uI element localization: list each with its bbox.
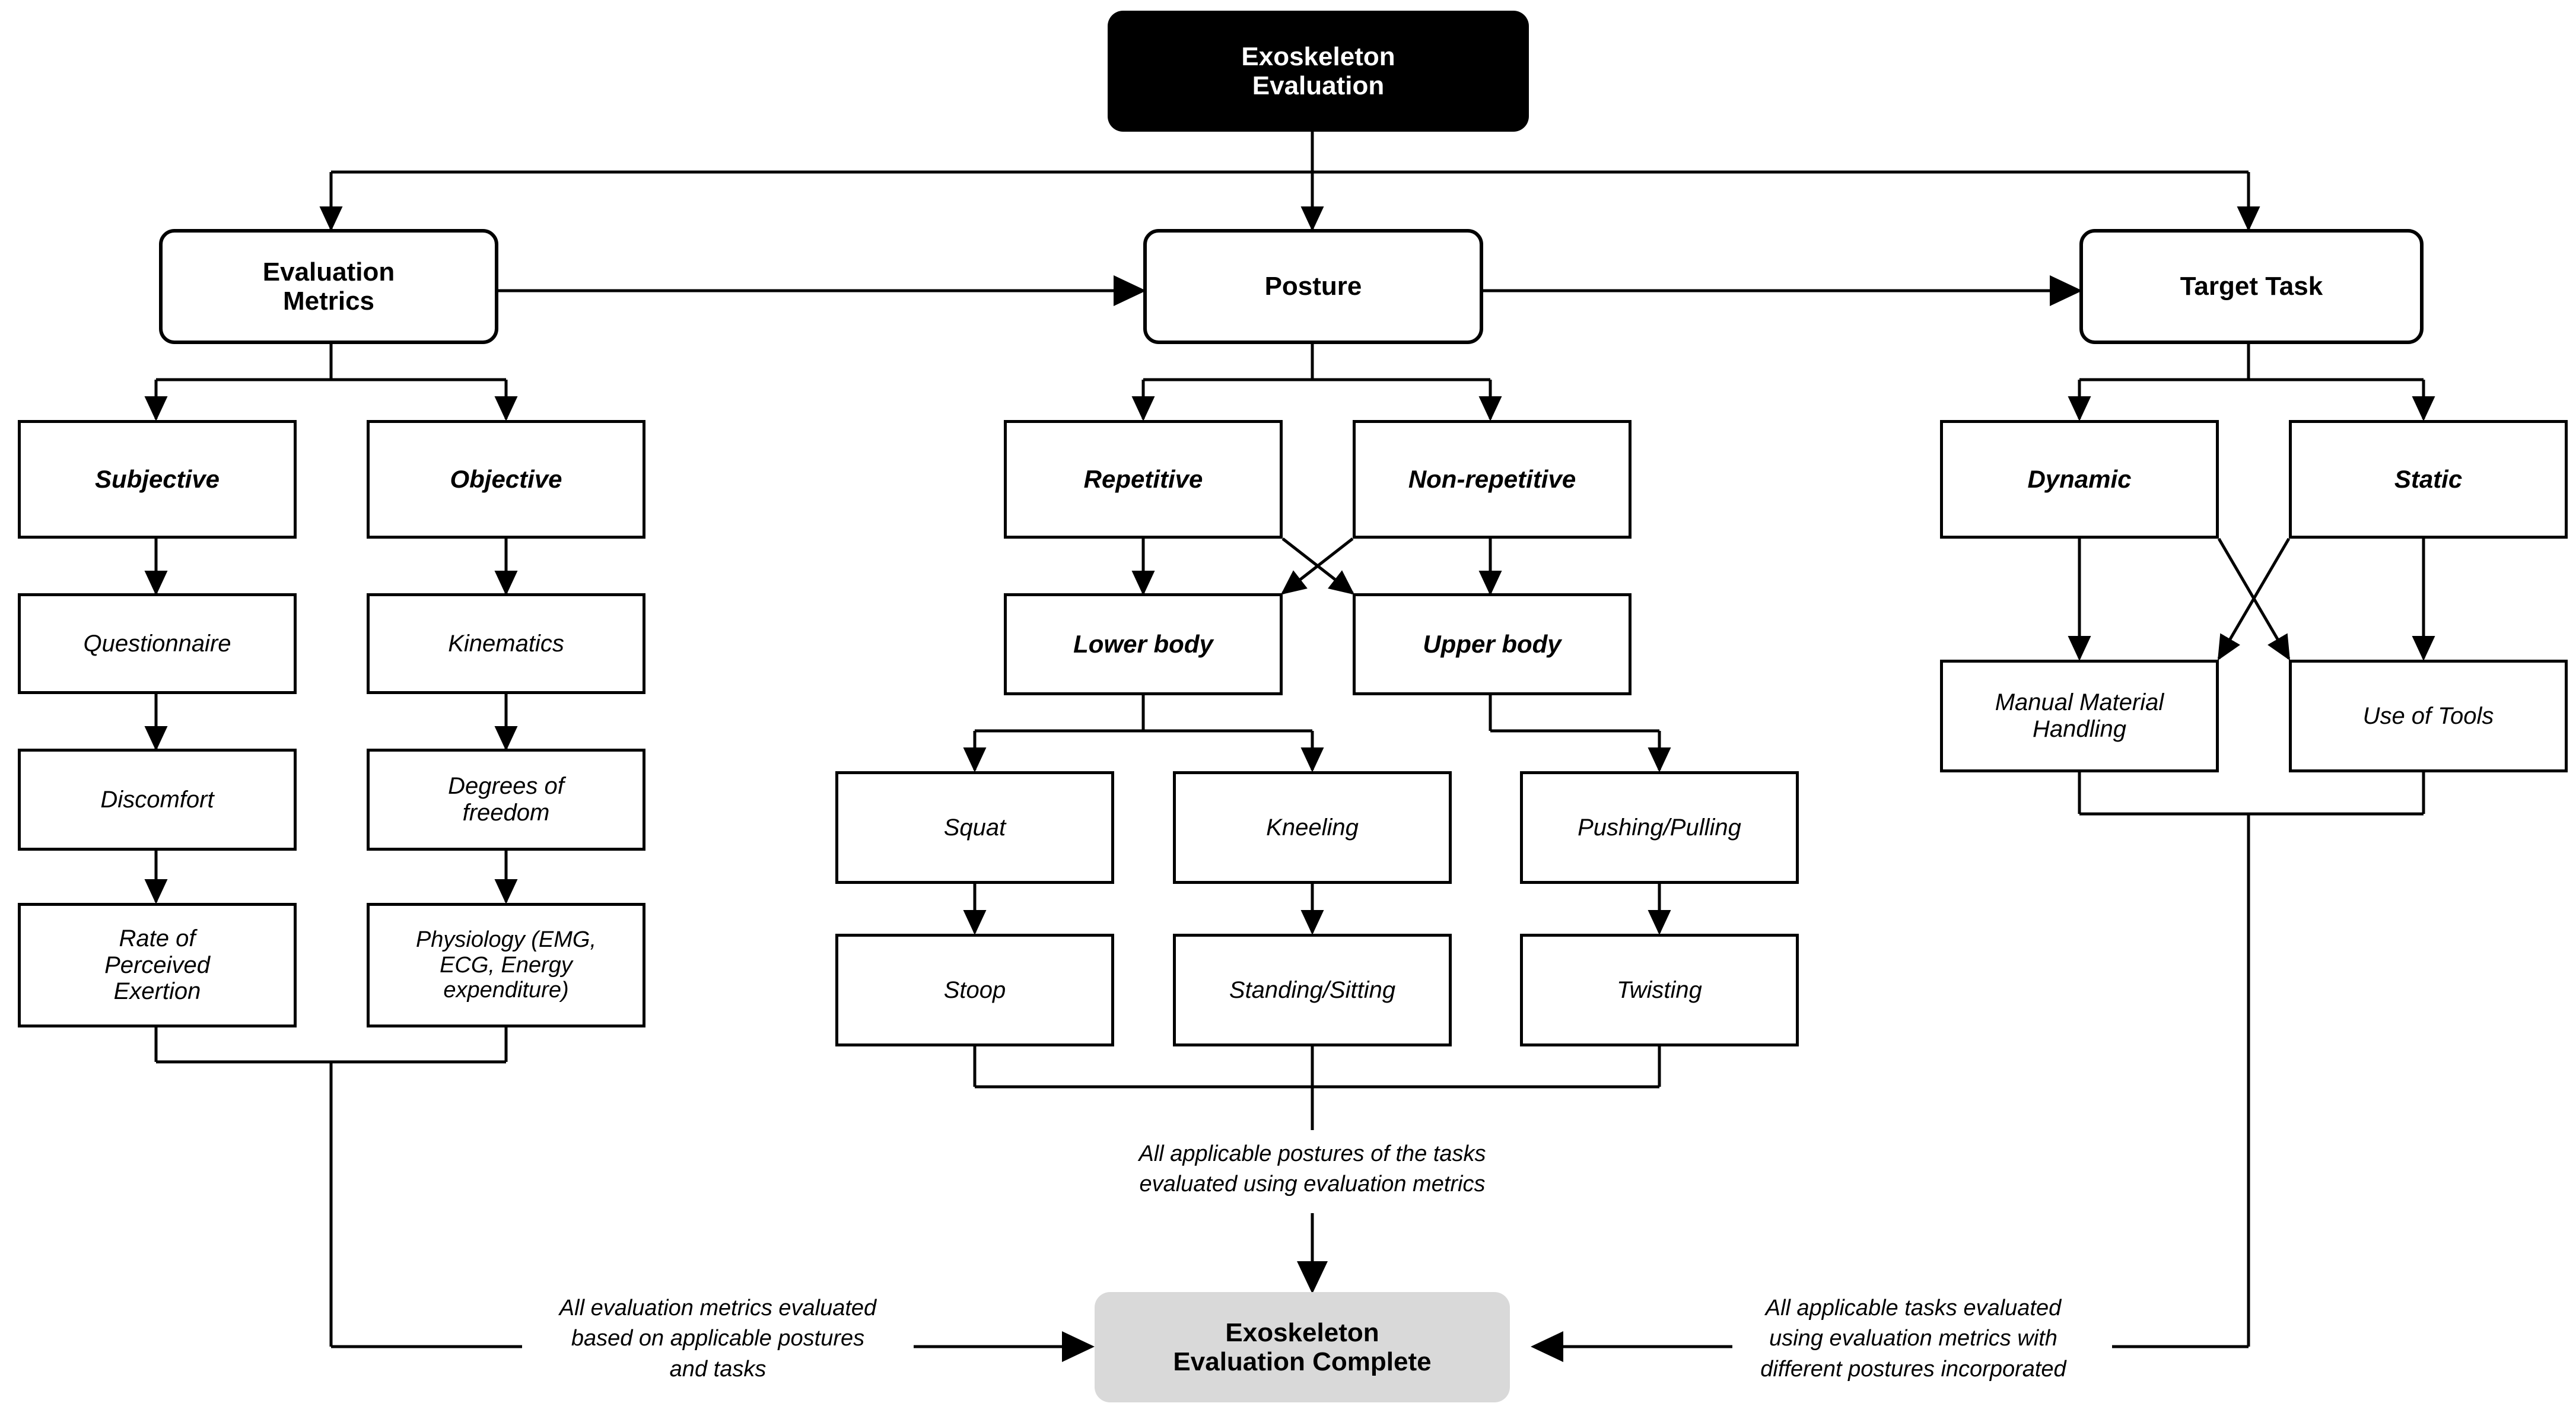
node-exoskeleton-evaluation-complete[interactable]: Exoskeleton Evaluation Complete <box>1095 1292 1510 1402</box>
node-standing-sitting[interactable]: Standing/Sitting <box>1173 934 1452 1046</box>
annotation-text: All applicable postures of the tasks eva… <box>1138 1141 1486 1197</box>
node-label: Use of Tools <box>2362 702 2494 729</box>
node-label: Squat <box>943 814 1006 841</box>
node-squat[interactable]: Squat <box>835 771 1114 884</box>
annotation-text: All evaluation metrics evaluated based o… <box>559 1296 877 1382</box>
node-label: Physiology (EMG, ECG, Energy expenditure… <box>415 927 597 1003</box>
node-non-repetitive[interactable]: Non-repetitive <box>1353 420 1632 539</box>
node-upper-body[interactable]: Upper body <box>1353 593 1632 695</box>
node-label: Lower body <box>1073 630 1213 658</box>
node-questionnaire[interactable]: Questionnaire <box>18 593 297 694</box>
node-subjective[interactable]: Subjective <box>18 420 297 539</box>
node-label: Posture <box>1264 272 1362 301</box>
node-twisting[interactable]: Twisting <box>1520 934 1799 1046</box>
node-label: Rate of Perceived Exertion <box>104 925 210 1005</box>
node-lower-body[interactable]: Lower body <box>1004 593 1283 695</box>
node-label: Dynamic <box>2027 465 2132 494</box>
node-label: Twisting <box>1617 976 1702 1003</box>
node-label: Exoskeleton Evaluation <box>1241 42 1395 100</box>
node-degrees-of-freedom[interactable]: Degrees of freedom <box>367 749 645 851</box>
annotation-text: All applicable tasks evaluated using eva… <box>1760 1296 2066 1382</box>
node-manual-material-handling[interactable]: Manual Material Handling <box>1940 660 2219 772</box>
node-label: Standing/Sitting <box>1229 976 1396 1003</box>
node-label: Non-repetitive <box>1408 465 1576 494</box>
node-dynamic[interactable]: Dynamic <box>1940 420 2219 539</box>
node-label: Manual Material Handling <box>1995 689 2164 742</box>
node-label: Repetitive <box>1083 465 1203 494</box>
node-repetitive[interactable]: Repetitive <box>1004 420 1283 539</box>
node-label: Static <box>2394 465 2463 494</box>
node-label: Subjective <box>94 465 220 494</box>
node-label: Kinematics <box>448 630 564 657</box>
node-label: Pushing/Pulling <box>1578 814 1741 841</box>
node-label: Kneeling <box>1266 814 1359 841</box>
node-target-task[interactable]: Target Task <box>2079 229 2424 344</box>
node-label: Degrees of freedom <box>448 773 564 826</box>
annotation-right: All applicable tasks evaluated using eva… <box>1709 1293 2118 1385</box>
node-label: Discomfort <box>100 786 214 813</box>
node-label: Evaluation Metrics <box>262 257 395 316</box>
node-objective[interactable]: Objective <box>367 420 645 539</box>
node-physiology[interactable]: Physiology (EMG, ECG, Energy expenditure… <box>367 903 645 1027</box>
node-rate-of-perceived-exertion[interactable]: Rate of Perceived Exertion <box>18 903 297 1027</box>
node-evaluation-metrics[interactable]: Evaluation Metrics <box>159 229 498 344</box>
node-label: Upper body <box>1423 630 1561 658</box>
node-stoop[interactable]: Stoop <box>835 934 1114 1046</box>
node-label: Exoskeleton Evaluation Complete <box>1173 1318 1432 1376</box>
node-posture[interactable]: Posture <box>1143 229 1483 344</box>
node-label: Objective <box>450 465 562 494</box>
node-pushing-pulling[interactable]: Pushing/Pulling <box>1520 771 1799 884</box>
node-use-of-tools[interactable]: Use of Tools <box>2289 660 2568 772</box>
node-kinematics[interactable]: Kinematics <box>367 593 645 694</box>
node-static[interactable]: Static <box>2289 420 2568 539</box>
node-label: Target Task <box>2180 272 2323 301</box>
node-kneeling[interactable]: Kneeling <box>1173 771 1452 884</box>
node-label: Questionnaire <box>83 630 231 657</box>
node-exoskeleton-evaluation[interactable]: Exoskeleton Evaluation <box>1108 11 1529 132</box>
annotation-left: All evaluation metrics evaluated based o… <box>516 1293 920 1385</box>
annotation-center: All applicable postures of the tasks eva… <box>1045 1139 1579 1200</box>
node-discomfort[interactable]: Discomfort <box>18 749 297 851</box>
node-label: Stoop <box>943 976 1006 1003</box>
